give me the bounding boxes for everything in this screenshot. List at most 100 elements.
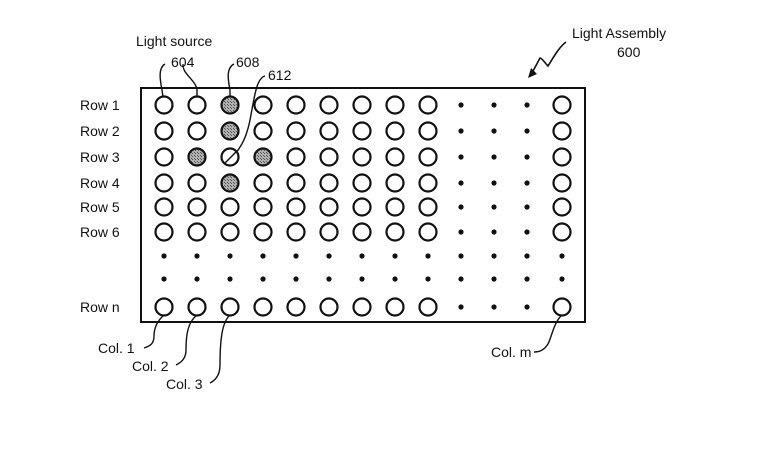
light-source xyxy=(253,95,273,115)
light-source xyxy=(319,197,339,217)
ref-604-label: 604 xyxy=(171,54,195,70)
ellipsis-dot xyxy=(559,253,565,259)
light-source xyxy=(352,197,372,217)
ellipsis-dot xyxy=(425,253,431,259)
light-source xyxy=(154,121,174,141)
light-source xyxy=(154,147,174,167)
light-source xyxy=(286,95,306,115)
ellipsis-dot xyxy=(491,154,497,160)
ellipsis-dot xyxy=(326,253,332,259)
light-source xyxy=(418,95,438,115)
light-source xyxy=(220,297,240,317)
light-source xyxy=(352,147,372,167)
light-source xyxy=(385,95,405,115)
light-source xyxy=(187,297,207,317)
ellipsis-dot xyxy=(524,253,530,259)
light-source xyxy=(552,222,572,242)
ellipsis-dot xyxy=(491,102,497,108)
ellipsis-dot xyxy=(161,253,167,259)
light-source xyxy=(552,173,572,193)
ellipsis-dot xyxy=(227,276,233,282)
ellipsis-dot xyxy=(491,304,497,310)
light-source xyxy=(253,297,273,317)
light-source xyxy=(319,222,339,242)
light-source xyxy=(552,95,572,115)
leader-col-2 xyxy=(175,314,198,366)
light-source xyxy=(220,197,240,217)
light-source xyxy=(552,147,572,167)
ellipsis-dot xyxy=(227,253,233,259)
light-source xyxy=(352,121,372,141)
light-source-shaded xyxy=(220,121,240,141)
light-source xyxy=(319,95,339,115)
light-source xyxy=(552,121,572,141)
assembly-label: Light Assembly xyxy=(572,25,666,41)
light-source xyxy=(385,197,405,217)
leader-col-3 xyxy=(209,314,231,384)
leader-col-1 xyxy=(143,314,165,349)
ellipsis-dot xyxy=(458,304,464,310)
light-source xyxy=(418,147,438,167)
row-label: Row 5 xyxy=(80,199,120,215)
ref-608-label: 608 xyxy=(236,54,260,70)
row-label: Row 3 xyxy=(80,149,120,165)
light-source xyxy=(154,197,174,217)
ellipsis-dot xyxy=(458,180,464,186)
col-1-label: Col. 1 xyxy=(98,340,135,356)
light-source xyxy=(352,297,372,317)
col-2-label: Col. 2 xyxy=(132,358,169,374)
ellipsis-dot xyxy=(194,276,200,282)
ellipsis-dot xyxy=(524,229,530,235)
light-source xyxy=(418,297,438,317)
hatch-mark xyxy=(224,151,237,164)
light-source xyxy=(253,121,273,141)
ellipsis-dot xyxy=(491,253,497,259)
ellipsis-dot xyxy=(491,276,497,282)
ellipsis-dot xyxy=(524,304,530,310)
ellipsis-dot xyxy=(524,154,530,160)
light-source xyxy=(286,147,306,167)
ellipsis-dot xyxy=(392,253,398,259)
ellipsis-dot xyxy=(491,229,497,235)
ellipsis-dot xyxy=(458,276,464,282)
ellipsis-dot xyxy=(260,253,266,259)
light-source xyxy=(154,222,174,242)
light-source xyxy=(253,173,273,193)
light-source xyxy=(187,173,207,193)
assembly-frame xyxy=(140,87,586,323)
col-3-label: Col. 3 xyxy=(166,376,203,392)
ellipsis-dot xyxy=(326,276,332,282)
light-source xyxy=(220,222,240,242)
ellipsis-dot xyxy=(524,102,530,108)
ellipsis-dot xyxy=(458,253,464,259)
assembly-arrow-icon xyxy=(528,41,567,78)
leader-604-a xyxy=(159,63,166,105)
light-source xyxy=(418,197,438,217)
ellipsis-dot xyxy=(559,276,565,282)
ellipsis-dot xyxy=(491,180,497,186)
light-source xyxy=(286,222,306,242)
row-label: Row 4 xyxy=(80,175,120,191)
ellipsis-dot xyxy=(458,102,464,108)
ellipsis-dot xyxy=(359,276,365,282)
ellipsis-dot xyxy=(491,128,497,134)
light-source xyxy=(187,121,207,141)
light-source xyxy=(187,197,207,217)
light-source xyxy=(286,197,306,217)
light-source xyxy=(220,147,240,167)
light-source xyxy=(319,147,339,167)
ellipsis-dot xyxy=(458,154,464,160)
ellipsis-dot xyxy=(458,128,464,134)
ellipsis-dot xyxy=(293,276,299,282)
light-source xyxy=(187,95,207,115)
light-source xyxy=(385,173,405,193)
col-m-label: Col. m xyxy=(491,344,531,360)
light-source xyxy=(352,95,372,115)
light-source xyxy=(253,222,273,242)
light-source xyxy=(352,222,372,242)
ref-612-label: 612 xyxy=(268,67,292,83)
ellipsis-dot xyxy=(458,229,464,235)
light-source xyxy=(418,121,438,141)
light-source xyxy=(154,173,174,193)
